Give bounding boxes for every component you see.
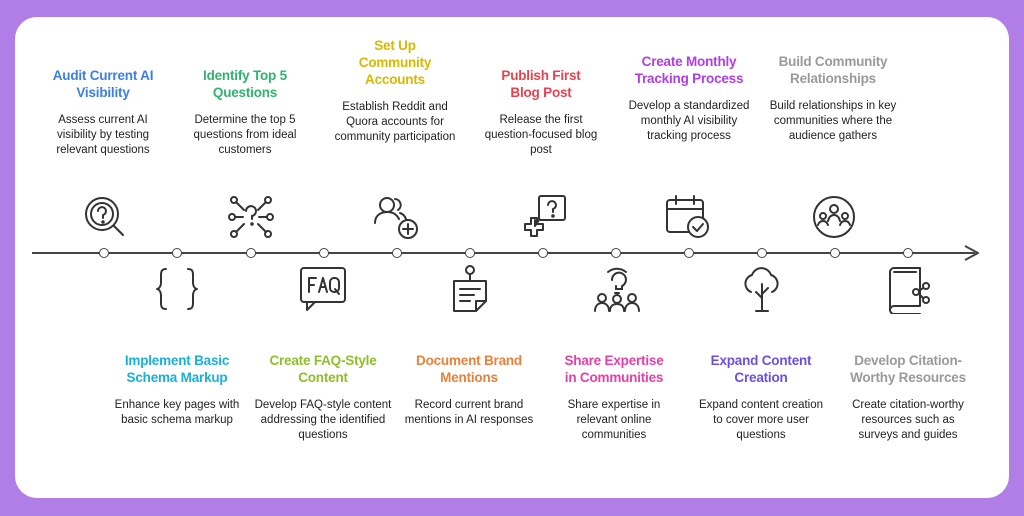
step-title: Set Up Community Accounts <box>358 38 432 87</box>
step-title: Share Expertise in Communities <box>564 353 664 385</box>
medical-question-icon <box>519 194 567 240</box>
faq-bubble-icon <box>299 266 349 312</box>
step-title: Implement Basic Schema Markup <box>124 353 230 385</box>
timeline-dot <box>246 248 256 258</box>
step-share-expertise: Share Expertise in Communities Share exp… <box>546 352 682 443</box>
roadmap-card <box>15 17 1009 498</box>
step-description: Determine the top 5 questions from ideal… <box>193 114 297 156</box>
timeline-dot <box>757 248 767 258</box>
step-description: Assess current AI visibility by testing … <box>56 114 150 156</box>
step-first-blog-post: Publish First Blog Post Release the firs… <box>478 67 604 158</box>
step-monthly-tracking: Create Monthly Tracking Process Develop … <box>620 53 758 144</box>
step-description: Expand content creation to cover more us… <box>698 399 824 441</box>
pinned-note-icon <box>448 264 492 314</box>
step-description: Establish Reddit and Quora accounts for … <box>334 101 456 143</box>
step-description: Share expertise in relevant online commu… <box>567 399 661 441</box>
growing-plant-icon <box>739 264 785 314</box>
step-identify-questions: Identify Top 5 Questions Determine the t… <box>182 67 308 158</box>
add-users-icon <box>373 195 421 241</box>
step-description: Develop a standardized monthly AI visibi… <box>628 100 750 142</box>
step-title: Develop Citation-Worthy Resources <box>850 353 966 385</box>
timeline-dot <box>172 248 182 258</box>
step-community-accounts: Set Up Community Accounts Establish Redd… <box>330 37 460 145</box>
timeline-dot <box>830 248 840 258</box>
step-audit-visibility: Audit Current AI Visibility Assess curre… <box>38 67 168 158</box>
step-brand-mentions: Document Brand Mentions Record current b… <box>402 352 536 428</box>
step-title: Publish First Blog Post <box>501 68 581 100</box>
step-community-relationships: Build Community Relationships Build rela… <box>767 53 899 144</box>
timeline-dot <box>319 248 329 258</box>
timeline-dot <box>538 248 548 258</box>
step-description: Create citation-worthy resources such as… <box>852 399 964 441</box>
calendar-check-icon <box>665 194 713 240</box>
step-title: Identify Top 5 Questions <box>203 68 287 100</box>
step-citation-resources: Develop Citation-Worthy Resources Create… <box>842 352 974 443</box>
timeline-dot <box>684 248 694 258</box>
step-description: Record current brand mentions in AI resp… <box>404 399 534 426</box>
step-title: Document Brand Mentions <box>416 353 522 385</box>
step-faq-content: Create FAQ-Style Content Develop FAQ-sty… <box>254 352 392 443</box>
step-description: Develop FAQ-style content addressing the… <box>254 399 392 441</box>
step-title: Create Monthly Tracking Process <box>634 54 744 86</box>
book-share-icon <box>884 266 932 314</box>
step-schema-markup: Implement Basic Schema Markup Enhance ke… <box>110 352 244 428</box>
question-network-icon <box>228 194 274 240</box>
step-title: Create FAQ-Style Content <box>269 353 377 385</box>
group-idea-icon <box>594 266 640 312</box>
timeline-dot <box>611 248 621 258</box>
question-magnifier-icon <box>82 196 128 240</box>
timeline-dot <box>99 248 109 258</box>
timeline-dot <box>903 248 913 258</box>
step-title: Expand Content Creation <box>710 353 812 385</box>
timeline-dot <box>465 248 475 258</box>
timeline-dot <box>392 248 402 258</box>
community-globe-icon <box>811 194 857 240</box>
step-description: Build relationships in key communities w… <box>769 100 897 142</box>
step-expand-content: Expand Content Creation Expand content c… <box>694 352 828 443</box>
step-description: Enhance key pages with basic schema mark… <box>114 399 240 426</box>
curly-braces-icon <box>156 266 198 312</box>
step-description: Release the first question-focused blog … <box>484 114 598 156</box>
step-title: Audit Current AI Visibility <box>52 68 154 100</box>
step-title: Build Community Relationships <box>778 54 888 86</box>
